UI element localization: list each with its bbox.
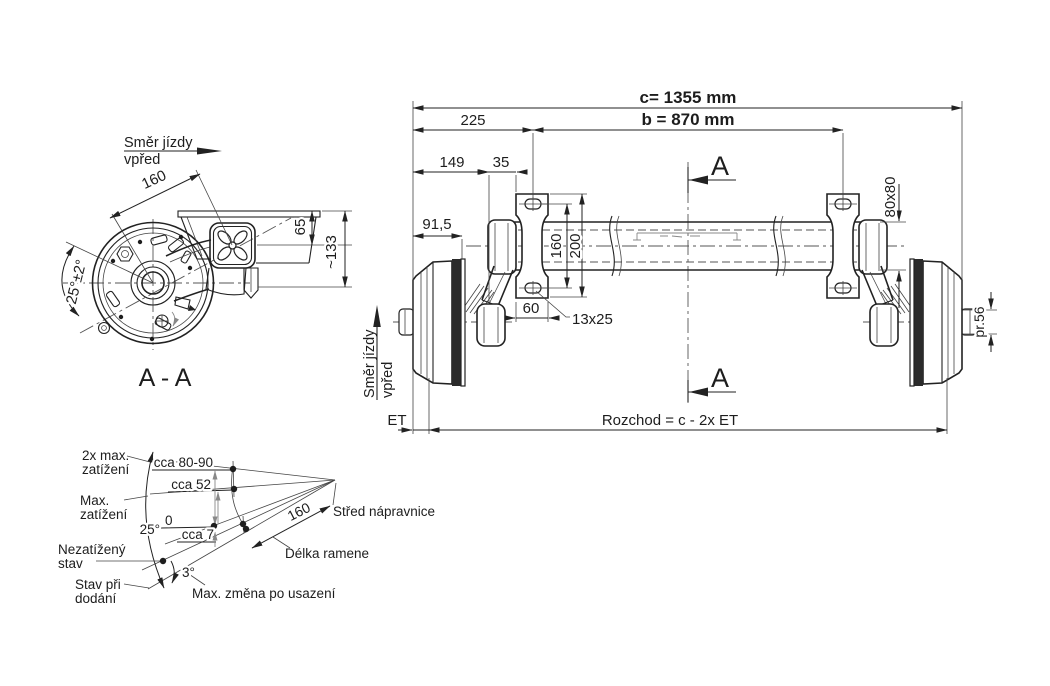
value-cca7: cca 7 bbox=[182, 527, 214, 542]
label-max-line1: Max. bbox=[80, 493, 109, 508]
dim-60-label: 60 bbox=[523, 300, 540, 317]
right-brake-drum bbox=[909, 258, 963, 387]
dim-et-label: ET bbox=[387, 412, 406, 429]
label-2x-max-line1: 2x max. bbox=[82, 448, 129, 463]
left-spindle-stub bbox=[398, 308, 415, 336]
section-arrow-icon bbox=[689, 175, 708, 185]
dim-133-label: ~133 bbox=[323, 235, 340, 269]
arm-axis-centerline bbox=[79, 217, 292, 334]
dim-65-label: 65 bbox=[292, 219, 309, 236]
angle-25-label: 25° bbox=[140, 522, 160, 537]
value-zero: 0 bbox=[165, 513, 173, 528]
left-arm-boss bbox=[476, 303, 506, 347]
label-delivery-line2: dodání bbox=[75, 591, 117, 606]
left-mounting-bracket bbox=[515, 193, 549, 299]
right-rubber-hatch bbox=[880, 283, 914, 316]
main-view: c= 1355 mm 225 b = 870 mm 149 35 91,5 16… bbox=[362, 88, 997, 434]
direction-label-vertical: Směr jízdy vpřed bbox=[362, 305, 396, 400]
left-rubber-hatch bbox=[461, 283, 495, 316]
axle-tube-cross-section bbox=[209, 222, 256, 269]
direction-arrow-icon bbox=[197, 147, 222, 155]
label-delivery-line1: Stav při bbox=[75, 577, 121, 592]
value-2x-max: cca 80-90 bbox=[154, 455, 213, 470]
label-settle: Max. změna po usazení bbox=[192, 586, 336, 601]
cam-lever bbox=[174, 296, 196, 311]
label-2x-max-line2: zatížení bbox=[82, 462, 130, 477]
dim-91-5-label: 91,5 bbox=[422, 216, 451, 233]
dim-b-label: b = 870 mm bbox=[641, 110, 734, 129]
right-drum-band bbox=[914, 259, 923, 386]
section-marker-top: A bbox=[687, 151, 736, 193]
point-unloaded bbox=[159, 557, 167, 565]
dim-arm-160-line bbox=[251, 505, 331, 549]
brake-backplate bbox=[91, 221, 215, 345]
direction-label-line2: vpřed bbox=[380, 362, 396, 398]
right-arm-boss bbox=[869, 303, 899, 347]
direction-label-line1: Směr jízdy bbox=[362, 329, 378, 398]
section-marker-bottom: A bbox=[687, 363, 736, 402]
dim-160-label: 160 bbox=[548, 233, 565, 258]
grease-ring bbox=[97, 321, 111, 335]
dim-slot-label: 13x25 bbox=[572, 311, 613, 328]
left-rubber-housing bbox=[487, 219, 517, 275]
dim-65-133: 65 ~133 bbox=[257, 210, 352, 288]
right-rubber-housing bbox=[858, 219, 888, 275]
angle-3-label: 3° bbox=[182, 565, 195, 580]
arc-3-deg bbox=[170, 560, 179, 584]
direction-label-line1: Směr jízdy bbox=[124, 135, 193, 151]
axle-tube bbox=[514, 215, 861, 277]
left-brake-drum bbox=[412, 258, 466, 387]
label-centre: Střed nápravnice bbox=[333, 504, 435, 519]
section-letter-top: A bbox=[711, 151, 729, 181]
label-unloaded-line2: stav bbox=[58, 556, 83, 571]
slot-leader bbox=[535, 290, 570, 318]
brake-adjuster bbox=[155, 311, 180, 328]
label-unloaded-line1: Nezatížený bbox=[58, 542, 126, 557]
point-2x-max-load bbox=[229, 465, 237, 473]
dim-225-label: 225 bbox=[460, 112, 485, 129]
dim-tube-label: 80x80 bbox=[882, 177, 899, 218]
leader-lines bbox=[96, 455, 337, 589]
point-zero bbox=[210, 522, 218, 530]
swing-arc bbox=[145, 451, 165, 589]
label-max-line2: zatížení bbox=[80, 507, 128, 522]
point-cca7b bbox=[242, 525, 250, 533]
right-mounting-bracket bbox=[826, 193, 860, 299]
dim-spindle-label: pr.56 bbox=[971, 306, 987, 337]
section-arrow-icon bbox=[689, 387, 708, 397]
load-angle-diagram: 160 2x max. zatížení cca 80-90 cca 52 Ma… bbox=[58, 448, 435, 606]
value-max: cca 52 bbox=[171, 477, 211, 492]
section-letter-bottom: A bbox=[711, 363, 729, 393]
dim-200-label: 200 bbox=[567, 233, 584, 258]
hex-fitting bbox=[116, 246, 134, 262]
dim-track-label: Rozchod = c - 2x ET bbox=[602, 412, 738, 429]
dim-c-label: c= 1355 mm bbox=[640, 88, 737, 107]
point-cca7 bbox=[239, 520, 247, 528]
label-arm-length: Délka ramene bbox=[285, 546, 369, 561]
left-drum-band bbox=[452, 259, 461, 386]
dim-149-label: 149 bbox=[439, 154, 464, 171]
point-max-load bbox=[230, 485, 238, 493]
right-swing-arm bbox=[861, 265, 894, 307]
dim-35-label: 35 bbox=[493, 154, 510, 171]
section-view-a-a: Směr jízdy vpřed bbox=[61, 135, 352, 392]
arm-position-rays bbox=[141, 458, 336, 590]
internal-rod-detail bbox=[633, 232, 741, 241]
direction-arrow-icon bbox=[373, 305, 381, 327]
section-title: A - A bbox=[139, 364, 192, 392]
direction-label-line2: vpřed bbox=[124, 152, 160, 168]
